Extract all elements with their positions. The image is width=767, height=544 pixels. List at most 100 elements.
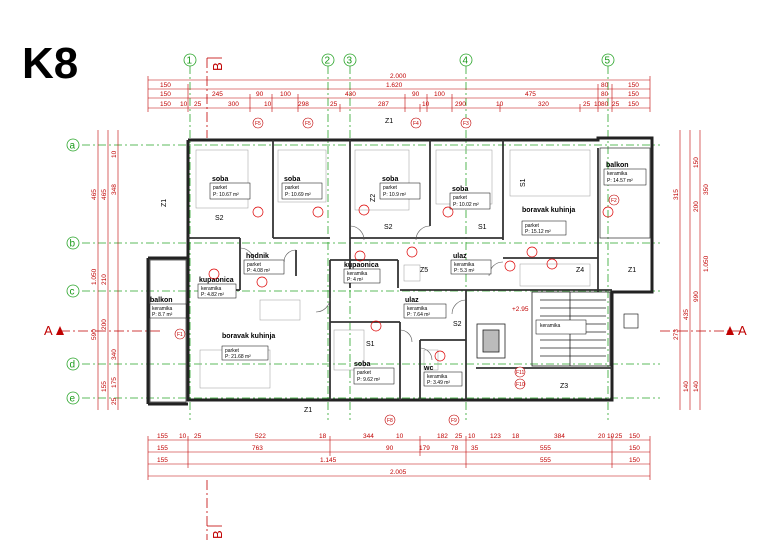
dim-bot-r1-13: 20	[598, 433, 606, 440]
dim-top-r4-1: 10	[180, 101, 188, 108]
room-name-soba-3: soba	[382, 176, 398, 183]
furniture	[195, 149, 591, 389]
wall-mark-z5: Z5	[420, 267, 428, 274]
room-area-kupaonica-1: P: 4.82 m²	[201, 292, 224, 298]
dim-top-r3-5: 90	[412, 91, 420, 98]
dim-right-9: 140	[693, 381, 700, 392]
dim-bot-r1-16: 150	[629, 433, 640, 440]
dim-lines-bottom	[148, 439, 650, 477]
dim-left-4: 210	[101, 274, 108, 285]
room-area-boravak-1: P: 15.12 m²	[525, 229, 551, 235]
room-floor-boravak-1: parket	[525, 223, 540, 229]
dim-right-3: 200	[693, 201, 700, 212]
dim-left-9: 155	[101, 381, 108, 392]
axis-label-a: a	[70, 141, 76, 152]
dim-top-r4-5: 298	[298, 101, 309, 108]
dim-lines-sides	[97, 130, 701, 410]
dim-right-5: 1.050	[703, 255, 710, 272]
room-area-wc: P: 3.49 m²	[427, 380, 450, 386]
dim-top-r4-10: 10	[496, 101, 504, 108]
room-name-soba-4: soba	[452, 186, 468, 193]
dim-top-r4-15: 25	[612, 101, 620, 108]
axis-label-2: 2	[325, 56, 331, 67]
window-tag-f10: F10	[516, 382, 525, 388]
dim-top-r4-7: 287	[378, 101, 389, 108]
window-tag-circles	[174, 117, 620, 426]
room-area-soba-4: P: 10.02 m²	[453, 202, 479, 208]
inner-walls	[188, 140, 612, 400]
wall-mark-z2: Z2	[370, 194, 377, 202]
dim-top-r3-1: 245	[212, 91, 223, 98]
room-floor-stair: keramika	[540, 323, 561, 329]
room-name-ulaz-2: ulaz	[405, 297, 419, 304]
section-mark-left: A	[44, 323, 53, 338]
room-area-soba-3: P: 10.9 m²	[383, 192, 406, 198]
dim-top-r4-16: 150	[628, 101, 639, 108]
dim-right-1: 315	[673, 189, 680, 200]
window-tag-f3: F3	[463, 121, 469, 127]
room-floor-ulaz-2: keramika	[407, 306, 428, 312]
window-tag-f8: F8	[387, 418, 393, 424]
room-floor-soba-5: parket	[357, 370, 372, 376]
room-floor-wc: keramika	[427, 374, 448, 380]
window-tag-f1: F1	[177, 332, 183, 338]
room-floor-ulaz-1: keramika	[454, 262, 475, 268]
dim-top-r4-2: 25	[194, 101, 202, 108]
dim-top-r4-12: 25	[583, 101, 591, 108]
dim-bot-r1-11: 18	[512, 433, 520, 440]
dim-right-2: 350	[703, 184, 710, 195]
dim-bot-r1-7: 182	[437, 433, 448, 440]
dim-right-4: 990	[693, 291, 700, 302]
room-name-ulaz-1: ulaz	[453, 253, 467, 260]
wall-mark-z4: Z4	[576, 267, 584, 274]
stair-level: +2.95	[512, 306, 529, 313]
room-name-soba-5: soba	[354, 361, 370, 368]
room-area-soba-2: P: 10.69 m²	[285, 192, 311, 198]
dim-top-r4-0: 150	[160, 101, 171, 108]
dim-bot-r3-1: 1.145	[320, 457, 337, 464]
dim-top-r2-3: 150	[628, 82, 639, 89]
dim-right-7: 273	[673, 329, 680, 340]
room-area-soba-1: P: 10.67 m²	[213, 192, 239, 198]
dim-bot-r2-3: 179	[419, 445, 430, 452]
dim-top-r4-13: 10	[594, 101, 602, 108]
dim-top-r4-6: 25	[330, 101, 338, 108]
axis-label-d: d	[70, 360, 76, 371]
dim-top-r3-0: 150	[160, 91, 171, 98]
dim-top-r3-9: 150	[628, 91, 639, 98]
dim-bot-r2-0: 155	[157, 445, 168, 452]
room-area-ulaz-1: P: 5.3 m²	[454, 268, 475, 274]
dim-bot-r1-1: 10	[179, 433, 187, 440]
room-area-soba-5: P: 9.62 m²	[357, 377, 380, 383]
dim-bot-r2-5: 35	[471, 445, 479, 452]
dim-bot-r2-4: 78	[451, 445, 459, 452]
room-floor-boravak-2: parket	[225, 348, 240, 354]
section-mark-bottom: B	[210, 530, 225, 539]
wall-mark-s2-a: S2	[215, 215, 224, 222]
wall-mark-s1-b: S1	[366, 341, 375, 348]
dim-bot-r1-14: 10	[607, 433, 615, 440]
window-tag-f2: F2	[611, 198, 617, 204]
dim-top-total: 2.000	[390, 73, 407, 80]
room-area-hodnik: P: 4.08 m²	[247, 268, 270, 274]
dim-right-6: 435	[683, 309, 690, 320]
room-floor-kupaonica-1: keramika	[201, 286, 222, 292]
dim-bot-r2-1: 763	[252, 445, 263, 452]
electrical-markers	[208, 204, 614, 362]
dim-left-2: 348	[111, 184, 118, 195]
dim-top-r4-8: 10	[422, 101, 430, 108]
axis-label-3: 3	[347, 56, 353, 67]
room-name-balkon-1: balkon	[606, 162, 629, 169]
drawing-title: K8	[22, 39, 78, 88]
wall-mark-s2-c: S2	[453, 321, 462, 328]
axis-label-e: e	[70, 394, 76, 405]
dim-bot-r1-5: 344	[363, 433, 374, 440]
room-name-kupaonica-1: kupaonica	[199, 277, 234, 284]
room-floor-soba-4: parket	[453, 195, 468, 201]
dim-left-8: 175	[111, 377, 118, 388]
dim-right-0: 150	[693, 157, 700, 168]
window-tag-f11: F11	[516, 370, 524, 376]
dim-bot-r3-3: 150	[629, 457, 640, 464]
dim-bot-r1-15: 25	[615, 433, 623, 440]
room-floor-balkon-1: keramika	[607, 171, 628, 177]
